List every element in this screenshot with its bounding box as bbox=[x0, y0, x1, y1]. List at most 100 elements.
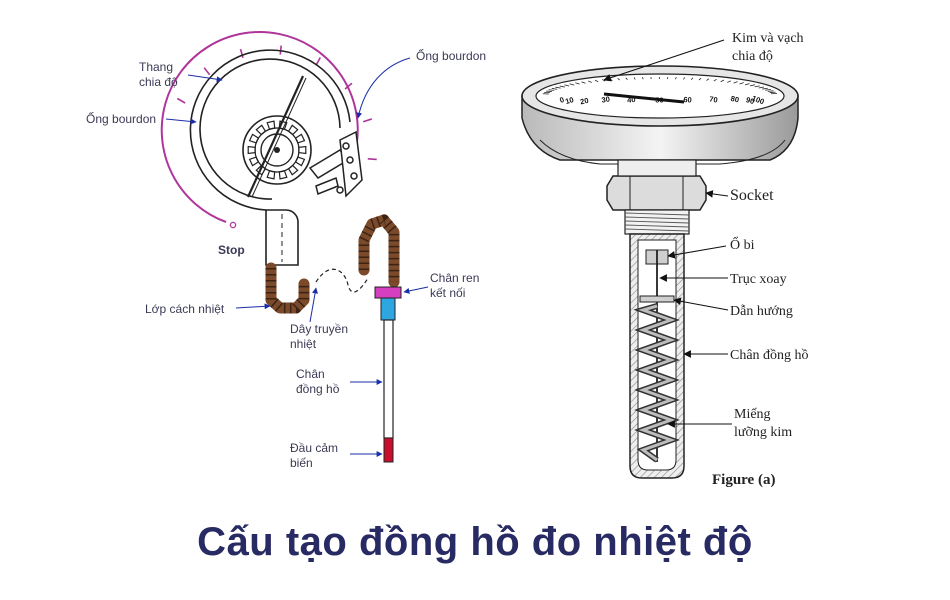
dial-tick bbox=[587, 80, 592, 83]
dial-tick bbox=[625, 77, 628, 81]
label-dan-huong: Dẫn hướng bbox=[730, 304, 793, 319]
label-luong-kim: lưỡng kim bbox=[734, 425, 792, 440]
label-bourdon-top: Ống bourdon bbox=[416, 48, 486, 63]
capillary-line bbox=[315, 268, 369, 293]
dial-number: 90 bbox=[745, 95, 756, 106]
dial-tick bbox=[739, 82, 744, 85]
stop-pin bbox=[229, 221, 237, 229]
gear-tooth bbox=[247, 145, 256, 155]
sensor-tip bbox=[383, 437, 394, 463]
label-stop: Stop bbox=[218, 243, 245, 257]
label-chan-dong-ho-2: đồng hồ bbox=[296, 382, 340, 396]
dial-tick bbox=[749, 84, 755, 87]
dial-number: 100 bbox=[751, 94, 766, 107]
dial-tick bbox=[762, 87, 768, 90]
insulation-coil-right bbox=[358, 214, 400, 288]
dial-number: 60 bbox=[683, 95, 692, 105]
dial-tick bbox=[683, 77, 686, 80]
insulation-coil-left bbox=[265, 262, 310, 314]
label-chan-ren-1: Chân ren bbox=[430, 271, 479, 285]
dial-tick bbox=[675, 77, 677, 80]
leader-bourdon-top bbox=[356, 57, 411, 119]
dial-tick bbox=[559, 85, 565, 88]
dial-tick bbox=[744, 83, 750, 86]
label-figure: Figure (a) bbox=[712, 472, 775, 488]
label-socket: Socket bbox=[730, 187, 774, 204]
pointer-needle bbox=[246, 75, 305, 198]
gear-tooth bbox=[298, 145, 307, 155]
dial-tick bbox=[555, 86, 561, 89]
label-chan-dong-ho-1: Chân bbox=[296, 367, 325, 381]
gear bbox=[242, 115, 312, 185]
leader-chan-ren bbox=[403, 286, 429, 294]
connector-nut bbox=[374, 286, 402, 299]
dial-number: 10 bbox=[564, 95, 575, 106]
dial-numbers: 0102030405060708090100 bbox=[542, 76, 778, 107]
label-truc-xoay: Trục xoay bbox=[730, 272, 787, 287]
leader-thang bbox=[187, 74, 223, 83]
dial-number: 20 bbox=[579, 96, 589, 107]
dial-number: 0 bbox=[558, 95, 565, 105]
dial-tick bbox=[691, 77, 694, 80]
dial-number: 30 bbox=[601, 94, 611, 104]
label-day-truyen-2: nhiệt bbox=[290, 337, 317, 351]
dial-tick bbox=[765, 89, 771, 91]
dial-tick bbox=[727, 80, 732, 83]
scale-tick bbox=[367, 158, 377, 161]
dial-tick bbox=[617, 77, 621, 81]
dial-tick bbox=[546, 90, 552, 92]
scale-tick bbox=[203, 67, 211, 76]
leader-o-bi bbox=[667, 245, 727, 259]
bimetal-thermometer-diagram: 0102030405060708090100 Kim và v bbox=[521, 31, 809, 488]
dial-tick bbox=[594, 79, 599, 83]
scale-tick bbox=[239, 48, 244, 59]
guide bbox=[639, 295, 675, 303]
scale-tick bbox=[344, 82, 353, 90]
dial-tick bbox=[720, 79, 725, 83]
dial-tick bbox=[581, 81, 586, 84]
dial-tick bbox=[575, 82, 580, 85]
dial-tick bbox=[713, 78, 717, 82]
socket-nut bbox=[606, 175, 707, 211]
label-bourdon-left: Ống bourdon bbox=[86, 111, 156, 126]
dial-number: 70 bbox=[709, 94, 719, 104]
dial-tick bbox=[641, 77, 644, 80]
label-chan-ren-2: kết nối bbox=[430, 286, 465, 300]
dial-tick bbox=[754, 85, 760, 88]
label-chan-dong-ho-r: Chân đồng hồ bbox=[730, 348, 809, 363]
dial-needle bbox=[603, 92, 685, 104]
gauge-stem bbox=[265, 209, 299, 266]
bimetal-spring bbox=[633, 303, 680, 463]
dial-tick bbox=[564, 84, 570, 87]
linkage bbox=[308, 130, 363, 198]
dial-face bbox=[535, 73, 785, 119]
dial-tick bbox=[548, 89, 555, 91]
label-dau-cam-bien-2: biến bbox=[290, 456, 313, 470]
label-dau-cam-bien-1: Đầu cảm bbox=[290, 441, 338, 455]
leader-bourdon-left bbox=[165, 118, 197, 125]
label-o-bi: Ổ bi bbox=[730, 235, 755, 253]
dial-tick bbox=[706, 78, 710, 81]
bourdon-tube bbox=[189, 49, 351, 211]
dial-tick bbox=[758, 86, 765, 89]
dial-tick bbox=[551, 88, 558, 90]
gear-tooth bbox=[255, 124, 267, 136]
label-mieng: Miếng bbox=[734, 407, 771, 422]
label-kim-2: chia độ bbox=[732, 49, 773, 64]
dial-tick bbox=[767, 90, 774, 92]
dial-tick bbox=[733, 81, 738, 84]
leader-kim bbox=[603, 39, 725, 82]
dial-number: 80 bbox=[730, 94, 740, 105]
leader-day-truyen bbox=[309, 287, 319, 323]
probe-stem bbox=[383, 319, 394, 439]
label-day-truyen-1: Dây truyền bbox=[290, 322, 348, 336]
label-thang-2: chia độ bbox=[139, 75, 178, 89]
label-thang-1: Thang bbox=[139, 60, 173, 74]
gear-tooth bbox=[287, 124, 299, 136]
scale-tick bbox=[176, 97, 186, 104]
label-lop-cach-nhiet: Lớp cách nhiệt bbox=[145, 302, 225, 316]
leader-socket bbox=[705, 190, 729, 198]
scale-tick bbox=[362, 118, 373, 123]
